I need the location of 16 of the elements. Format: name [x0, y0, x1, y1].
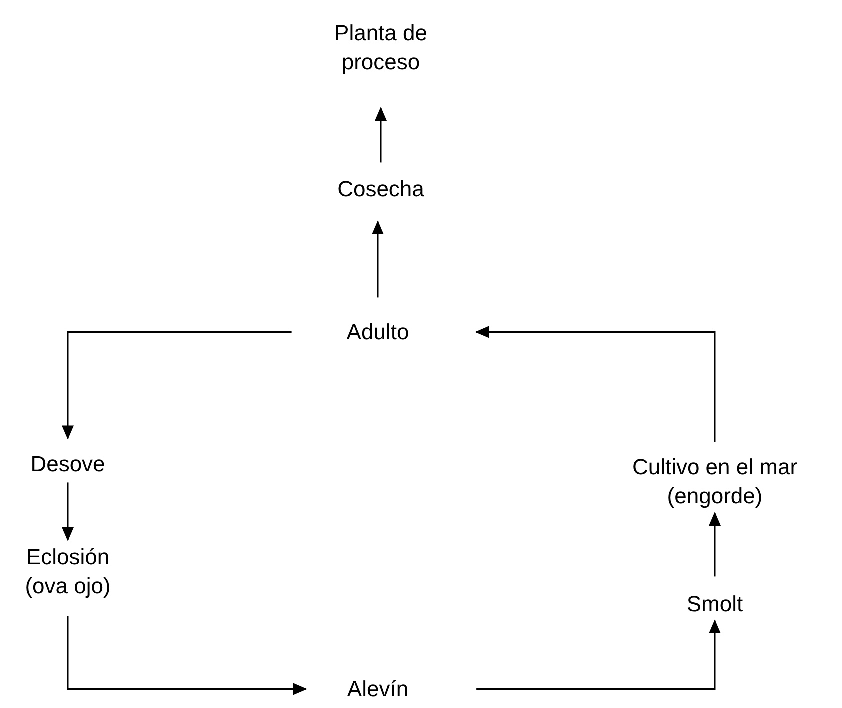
arrow	[372, 220, 384, 298]
stage-label: Desove	[30, 450, 106, 479]
arrow	[62, 482, 74, 542]
arrow	[476, 620, 721, 690]
arrow	[475, 326, 716, 442]
arrow	[62, 331, 292, 440]
arrow	[67, 616, 308, 696]
stage-label: Cosecha	[338, 176, 424, 204]
stage-label: Adulto	[346, 318, 410, 347]
arrow	[375, 107, 387, 163]
stage-label: Cultivo en el mar (engorde)	[631, 453, 799, 510]
stage-label: Eclosión (ova ojo)	[24, 543, 112, 600]
stage-label: Alevín	[347, 676, 409, 704]
arrow	[709, 512, 721, 577]
stage-label: Planta de proceso	[334, 19, 428, 76]
stage-label: Smolt	[686, 590, 744, 619]
